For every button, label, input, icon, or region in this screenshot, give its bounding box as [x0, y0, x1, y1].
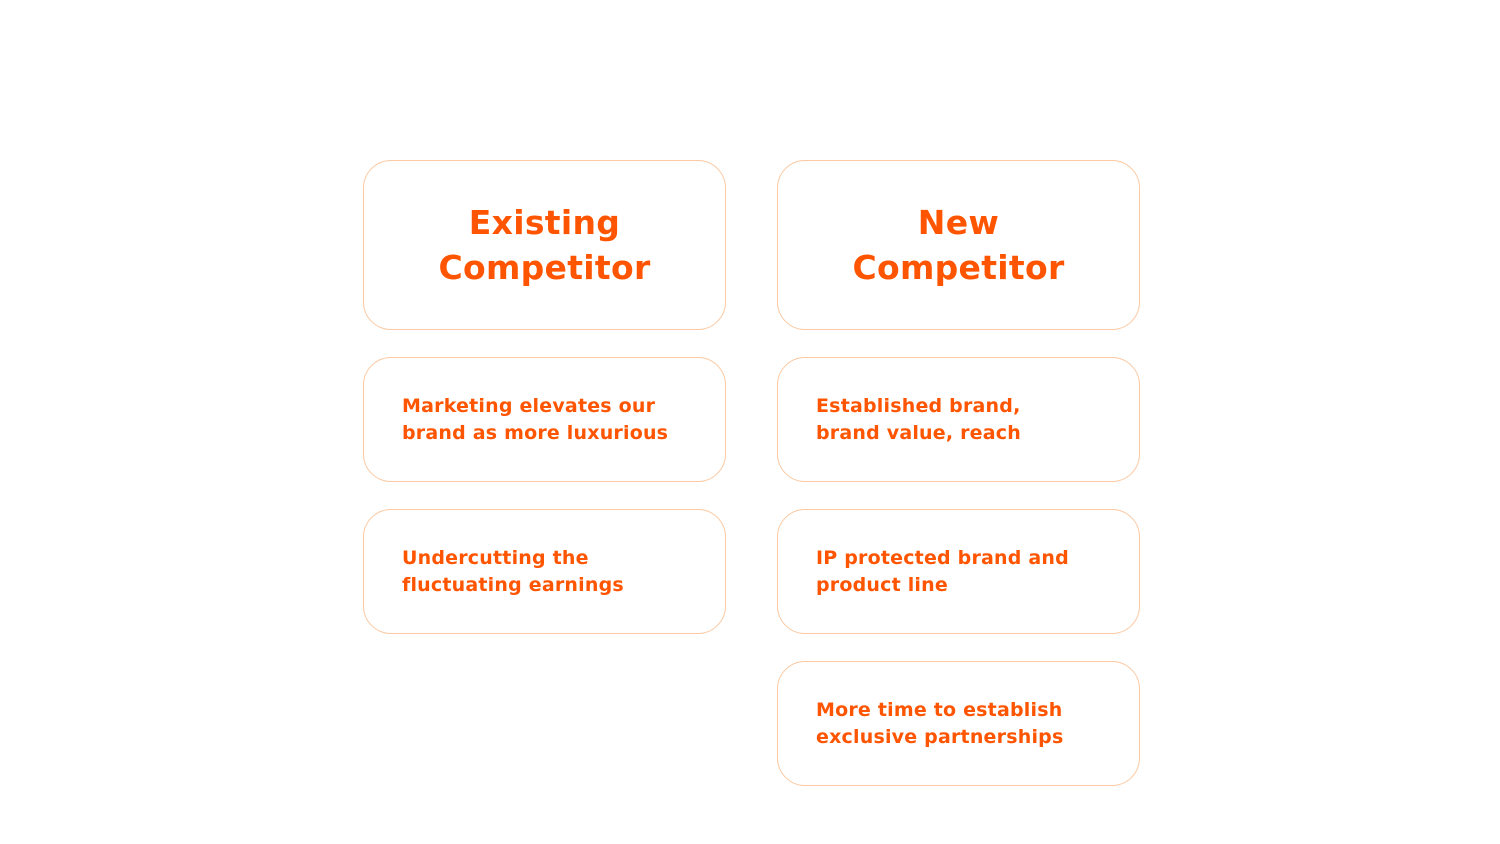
new-competitor-item: Established brand, brand value, reach [777, 357, 1140, 482]
existing-competitor-item: Undercutting the fluctuating earnings [363, 509, 726, 634]
existing-competitor-item: Marketing elevates our brand as more lux… [363, 357, 726, 482]
item-text: Marketing elevates our brand as more lux… [402, 394, 669, 444]
new-competitor-header-card: New Competitor [777, 160, 1140, 330]
column-title: Existing Competitor [438, 203, 651, 287]
item-text: Established brand, brand value, reach [816, 394, 1021, 444]
new-competitor-item: IP protected brand and product line [777, 509, 1140, 634]
item-text: IP protected brand and product line [816, 546, 1069, 596]
item-text: More time to establish exclusive partner… [816, 698, 1064, 748]
column-title: New Competitor [852, 203, 1065, 287]
new-competitor-item: More time to establish exclusive partner… [777, 661, 1140, 786]
item-text: Undercutting the fluctuating earnings [402, 546, 624, 596]
existing-competitor-header-card: Existing Competitor [363, 160, 726, 330]
